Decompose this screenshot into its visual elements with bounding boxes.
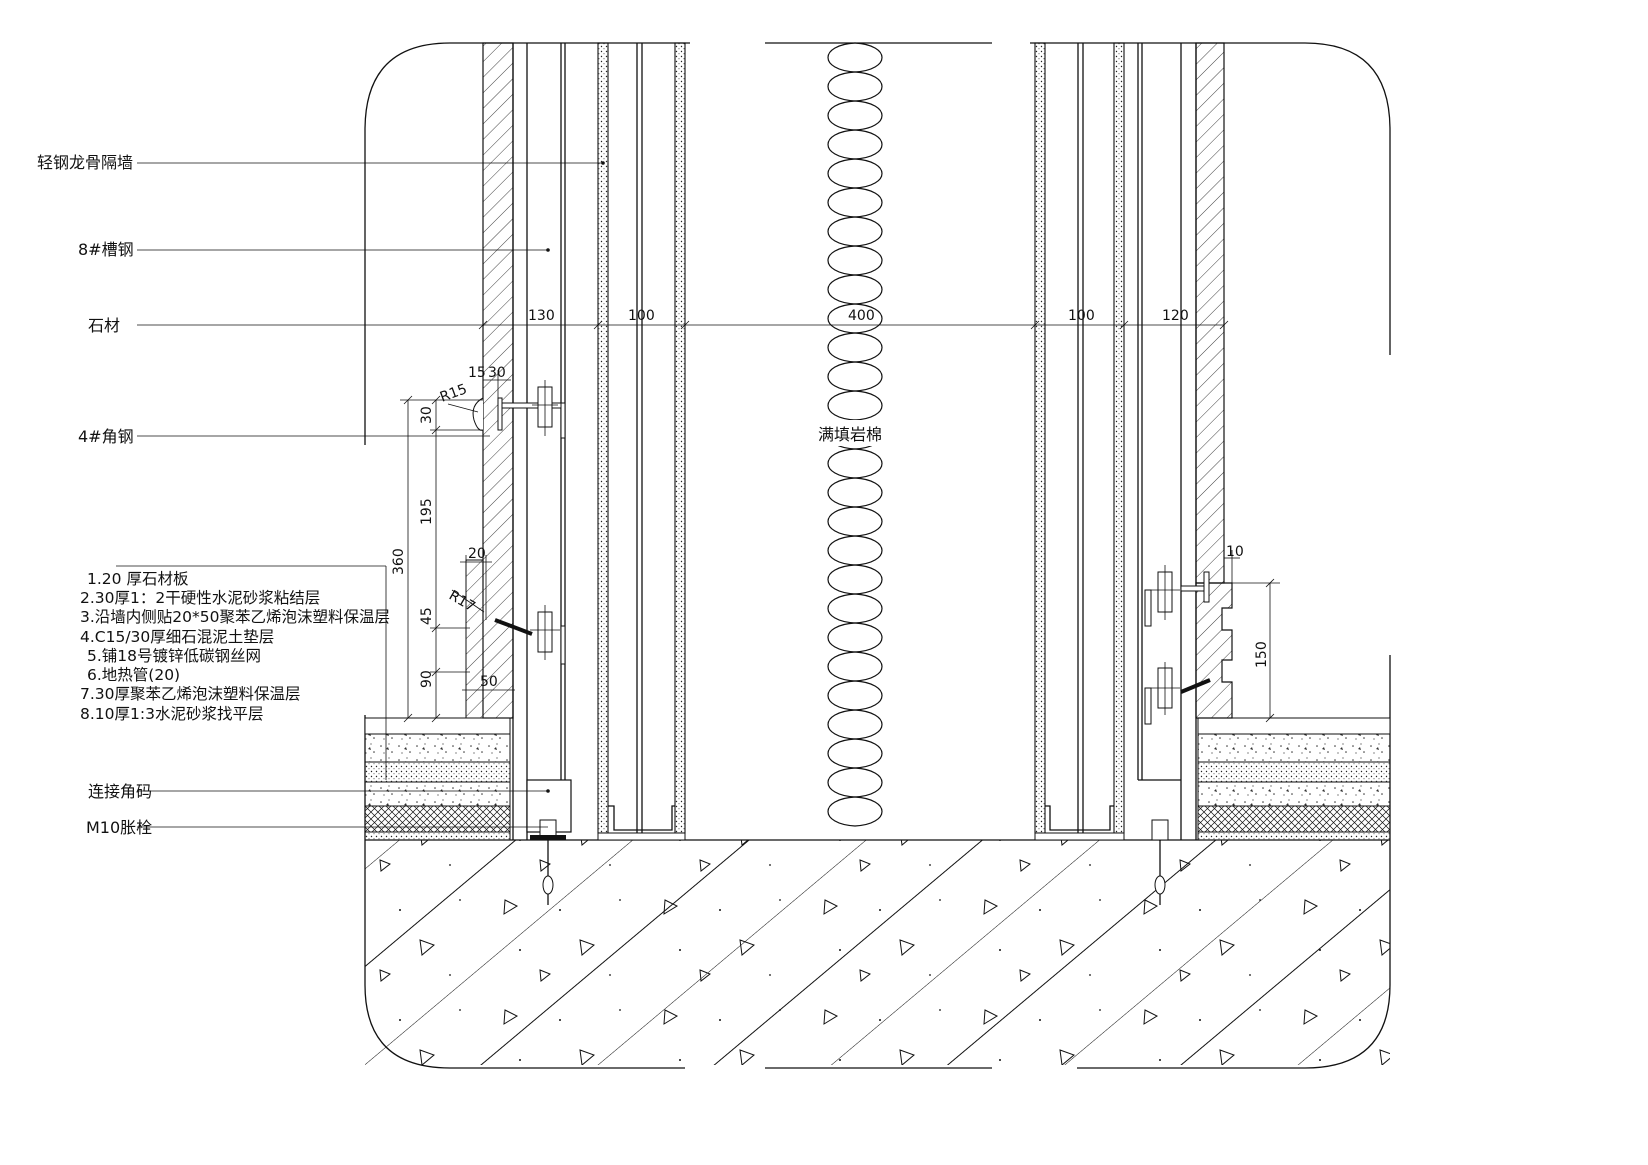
right-dimension-chain — [1223, 550, 1280, 723]
floor-layers-left — [364, 717, 511, 841]
stone-cladding-right — [1195, 42, 1233, 719]
bracket-upper-left — [497, 380, 566, 439]
dim-50: 50 — [480, 674, 498, 690]
frame-break-left — [357, 445, 373, 715]
frame-break-top-right — [992, 36, 1030, 50]
bracket-lower-left — [494, 605, 566, 665]
dim-150: 150 — [1254, 641, 1270, 668]
floor-note-3: 3.沿墙内侧贴20*50聚苯乙烯泡沫塑料保温层 — [80, 608, 390, 626]
dim-30: 30 — [419, 406, 435, 424]
floor-note-6: 6.地热管(20) — [87, 666, 180, 684]
frame-break-top — [690, 36, 765, 50]
floor-note-5: 5.铺18号镀锌低碳钢丝网 — [87, 647, 261, 665]
partition-right — [1034, 42, 1125, 841]
label-light-steel-partition: 轻钢龙骨隔墙 — [37, 153, 133, 172]
dim-20: 20 — [468, 546, 486, 562]
floor-note-7: 7.30厚聚苯乙烯泡沫塑料保温层 — [80, 685, 301, 703]
label-connecting-angle: 连接角码 — [88, 782, 152, 801]
label-stone: 石材 — [88, 316, 120, 335]
dim-100-right: 100 — [1068, 308, 1095, 324]
drawing-frame — [364, 42, 1391, 1069]
label-expansion-bolt: M10胀栓 — [86, 818, 152, 837]
floor-layers-right — [1197, 717, 1391, 841]
label-insulation: 满填岩棉 — [818, 425, 882, 444]
dim-100-left: 100 — [628, 308, 655, 324]
dim-45: 45 — [419, 607, 435, 625]
dim-15: 15 — [468, 365, 486, 381]
dim-10: 10 — [1226, 544, 1244, 560]
frame-break-right — [1382, 355, 1398, 655]
dim-400: 400 — [848, 308, 875, 324]
floor-note-4: 4.C15/30厚细石混泥土垫层 — [80, 628, 274, 646]
floor-note-8: 8.10厚1:3水泥砂浆找平层 — [80, 705, 263, 723]
anchor-bolt-left — [530, 819, 566, 905]
dim-195: 195 — [419, 498, 435, 525]
radius-r15: R15 — [438, 381, 469, 405]
bracket-upper-right — [1144, 565, 1210, 627]
insulation-label-mask — [815, 420, 895, 446]
steel-channel-left — [512, 43, 572, 840]
floor-notes: 1.20 厚石材板 2.30厚1：2干硬性水泥砂浆粘结层 3.沿墙内侧贴20*5… — [80, 570, 390, 723]
dim-130: 130 — [528, 308, 555, 324]
partition-left — [597, 42, 686, 841]
floor-note-2: 2.30厚1：2干硬性水泥砂浆粘结层 — [80, 589, 320, 607]
floor-note-1: 1.20 厚石材板 — [87, 570, 188, 588]
dim-360: 360 — [391, 548, 407, 575]
left-dimension-labels: 360 30 195 45 90 15 30 20 50 R15 R17 — [391, 365, 506, 690]
dim-30-top: 30 — [488, 365, 506, 381]
label-channel-steel: 8#槽钢 — [78, 240, 134, 259]
leader-lines — [116, 161, 605, 828]
dim-120: 120 — [1162, 308, 1189, 324]
label-angle-steel: 4#角钢 — [78, 427, 134, 446]
bracket-lower-right — [1144, 662, 1211, 725]
left-dimension-chain — [385, 370, 515, 780]
anchor-bolt-right — [1151, 819, 1169, 905]
top-dimension-labels: 130 100 400 100 120 — [528, 308, 1189, 324]
concrete-aggregate — [365, 840, 1390, 1065]
dim-90: 90 — [419, 670, 435, 688]
